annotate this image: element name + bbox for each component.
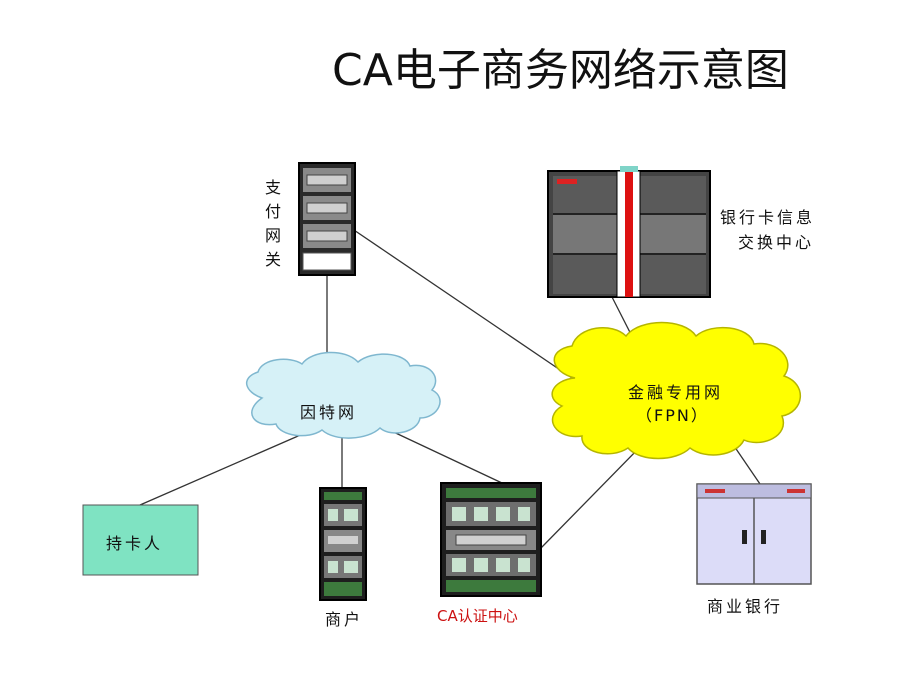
bank-card-center-mainframe <box>547 166 711 298</box>
commercial-bank-label: 商业银行 <box>707 597 784 616</box>
bank-card-center-label-line1: 银行卡信息 <box>720 208 816 227</box>
link-internet-ca <box>384 427 503 484</box>
bank-card-center-label-line2: 交换中心 <box>738 233 815 252</box>
merchant-label: 商户 <box>325 610 364 629</box>
page-title: CA电子商务网络示意图 <box>332 45 789 96</box>
fpn-label-line2: （FPN） <box>636 406 709 425</box>
payment-gateway-char: 支 <box>264 178 281 197</box>
payment-gateway-label: 支 付 网 关 <box>262 176 284 272</box>
fpn-label-line1: 金融专用网 <box>628 383 724 402</box>
ca-center-server <box>440 482 542 597</box>
cardholder-box <box>82 504 199 576</box>
internet-cloud <box>246 351 441 439</box>
merchant-server <box>319 487 367 601</box>
payment-gateway-char: 付 <box>264 202 281 221</box>
payment-gateway-char: 关 <box>264 250 281 269</box>
payment-gateway-char: 网 <box>264 226 281 245</box>
link-ca-fpn <box>540 446 641 549</box>
link-gateway-fpn <box>347 225 573 379</box>
ca-center-label: CA认证中心 <box>437 607 518 625</box>
cardholder-label: 持卡人 <box>106 534 164 553</box>
internet-label: 因特网 <box>300 403 358 422</box>
link-internet-cardholder <box>139 432 306 506</box>
fpn-cloud <box>551 321 802 460</box>
commercial-bank-cabinet <box>696 483 812 585</box>
payment-gateway-server <box>298 162 356 276</box>
